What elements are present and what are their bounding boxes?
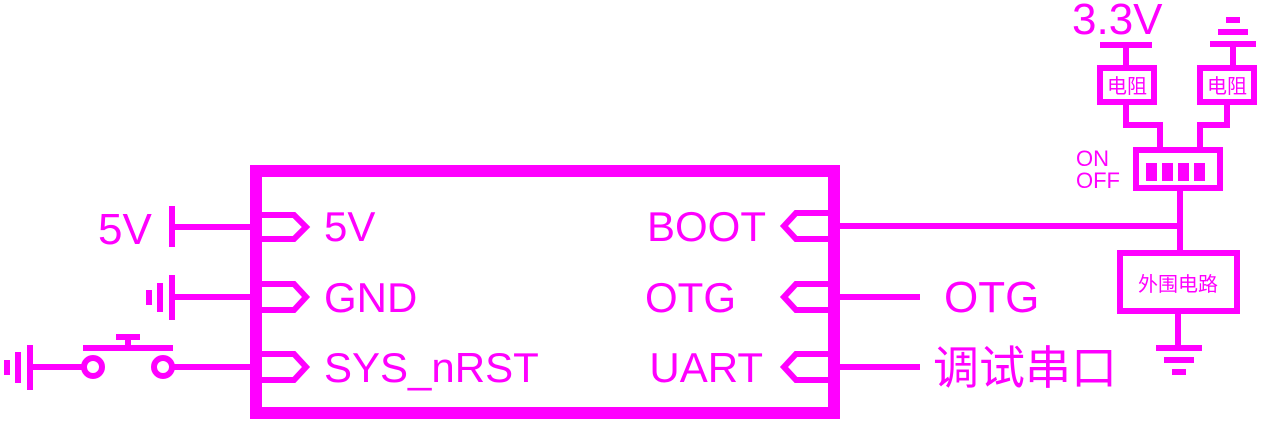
pin-label-uart: UART — [649, 344, 763, 391]
pin-label-boot: BOOT — [647, 203, 766, 250]
dip-switch-slider — [1194, 163, 1205, 181]
module-box — [250, 165, 840, 419]
pin-gnd-connector — [262, 281, 311, 313]
wire-pulldown-switch — [1197, 102, 1230, 150]
pin-otg-connector — [779, 281, 828, 313]
dip-switch-slider — [1178, 163, 1189, 181]
uart-net-label: 调试串口 — [933, 341, 1117, 395]
pin-uart-connector — [779, 351, 828, 383]
pin-label-sys-nrst: SYS_nRST — [324, 344, 539, 391]
supply-5v-label: 5V — [98, 205, 152, 254]
supply-3v3-label: 3.3V — [1072, 0, 1163, 44]
switch-off-label: OFF — [1076, 168, 1120, 193]
pin-boot-connector — [779, 210, 828, 242]
ground-icon — [4, 345, 33, 390]
otg-net-label: OTG — [944, 273, 1039, 322]
pin-label-otg: OTG — [645, 274, 736, 321]
dip-switch-slider — [1146, 163, 1157, 181]
wire-pullup-switch — [1123, 102, 1163, 150]
ground-icon — [1210, 17, 1256, 47]
dip-switch-slider — [1162, 163, 1173, 181]
peripheral-label: 外围电路 — [1138, 272, 1218, 296]
pin-label-5v: 5V — [324, 203, 375, 250]
pin-5v-connector — [262, 212, 311, 242]
switch-on-label: ON — [1076, 146, 1109, 171]
ground-icon — [146, 275, 175, 320]
pin-label-gnd: GND — [324, 274, 417, 321]
pin-sysnrst-connector — [262, 351, 311, 383]
resistor-pulldown-label: 电阻 — [1207, 74, 1247, 98]
resistor-pullup-label: 电阻 — [1107, 74, 1147, 98]
reset-button-icon — [81, 334, 175, 379]
ground-icon — [1156, 345, 1202, 375]
